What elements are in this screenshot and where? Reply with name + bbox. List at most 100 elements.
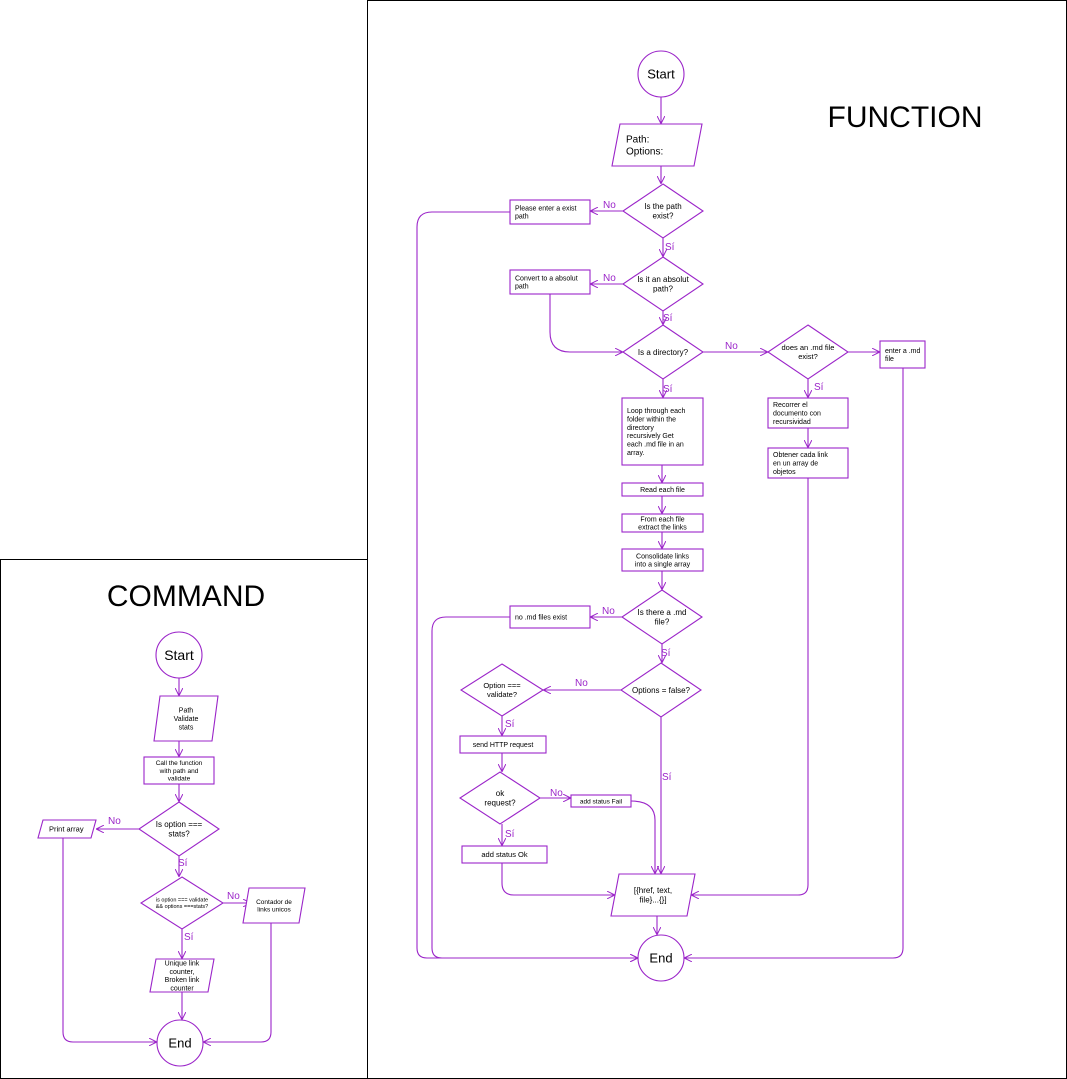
cmd-counters-shape [149,958,215,993]
cmd-input-text-3: stats [179,724,194,731]
fn-convert-text-2: path [515,284,529,291]
fn-decision-ok-shape [458,771,542,825]
fn-no-md-text-1: no .md files exist [515,614,567,621]
fn-decision-exist-text-2: exist? [653,212,674,221]
fn-consolidate-shape [621,548,704,572]
fn-decision-options-text-1: Options = false? [632,686,691,695]
fn-recorrer-shape [767,397,849,429]
label-fn-no-thereis: No [602,606,615,617]
command-title: COMMAND [107,580,265,613]
cmd-end-shape [156,1019,204,1067]
cmd-decision-stats: Is option ===stats? [138,801,220,857]
fn-recorrer-text-2: documento con [773,410,821,417]
fn-decision-validate-shape [459,663,545,717]
edge-cmd-contador-end [204,923,272,1042]
fn-decision-validate: Option ===validate? [459,663,545,717]
fn-decision-validate-text-1: Option === [483,681,521,690]
fn-no-md-shape [509,605,591,629]
fn-end-text-1: End [649,951,672,966]
label-fn-si-options: Sí [662,772,672,783]
fn-input: Path:Options: [611,123,703,167]
fn-output-text-2: file}...{}] [639,896,666,905]
fn-decision-ok-text-2: request? [484,799,516,808]
label-fn-si-exist: Sí [665,242,675,253]
fn-decision-options-shape [620,662,702,718]
fn-recorrer-text-3: recursividad [773,419,811,426]
cmd-counters-text-2: counter, [170,969,195,976]
fn-fail-text-1: add status Fail [580,798,623,805]
label-fn-no-ok: No [550,788,563,799]
label-cmd-no1: No [108,816,121,827]
fn-output-shape [610,873,696,917]
cmd-call-text-2: with path and [159,768,199,775]
edge-fn-obtener-output [692,478,809,895]
edge-fn-convert-directory [549,294,622,352]
cmd-decision-stats-text-2: stats? [168,830,190,839]
fn-http: send HTTP request [459,735,547,754]
cmd-input-shape [153,695,219,742]
edge-fn-fail-output [630,800,655,873]
fn-decision-mdfile-text-2: exist? [798,352,818,361]
cmd-start: Start [155,631,203,679]
cmd-end-text-1: End [168,1036,191,1051]
cmd-print-array-shape [37,819,97,839]
fn-read-shape [621,482,704,497]
fn-fail: add status Fail [570,794,632,808]
cmd-end: End [156,1019,204,1067]
cmd-counters-text-4: counter [170,986,194,993]
label-fn-si-abs: Sí [663,313,673,324]
fn-enter-md-shape [879,340,926,369]
fn-decision-validate-text-2: validate? [487,690,517,699]
fn-decision-thereis-text-2: file? [655,618,670,627]
fn-ok-text-1: add status Ok [481,850,528,859]
cmd-print-array-text-1: Print array [49,825,84,834]
fn-decision-absolut-text-1: Is it an absolut [637,275,689,284]
fn-extract-text-2: extract the links [638,525,687,532]
edge-fn-addok-output [501,863,614,895]
fn-end-shape [637,934,685,982]
fn-input-text-1: Path: [626,135,649,146]
fn-read: Read each file [621,482,704,497]
label-cmd-si1: Sí [178,858,188,869]
fn-loop-shape [621,397,704,466]
fn-output-text-1: [{href, text, [634,886,672,895]
cmd-contador-text-2: links unicos [257,907,291,914]
fn-decision-exist-text-1: Is the path [644,202,681,211]
fn-decision-thereis-text-1: Is there a .md [638,608,687,617]
fn-consolidate-text-1: Consolidate links [636,553,689,560]
fn-enter-md-text-1: enter a .md [885,348,921,355]
cmd-print-array: Print array [37,819,97,839]
fn-decision-directory: Is a directory? [622,324,704,380]
fn-enter-path-text-2: path [515,214,529,221]
fn-decision-directory-text-1: Is a directory? [638,348,689,357]
fn-start: Start [637,50,685,98]
fn-enter-md-text-2: file [885,356,894,363]
fn-loop-text-6: array. [627,450,644,457]
cmd-contador-shape [242,887,306,924]
cmd-call-text-3: validate [168,776,191,783]
fn-decision-absolut-shape [622,256,704,312]
cmd-counters-text-1: Unique link [165,960,200,967]
fn-decision-options: Options = false? [620,662,702,718]
fn-end: End [637,934,685,982]
fn-decision-mdfile-text-1: does an .md file [782,343,835,352]
label-fn-no-dir: No [725,341,738,352]
edge-cmd-print-end [62,838,156,1042]
fn-obtener-text-1: Obtener cada link [773,452,828,459]
label-fn-no-exist: No [603,200,616,211]
